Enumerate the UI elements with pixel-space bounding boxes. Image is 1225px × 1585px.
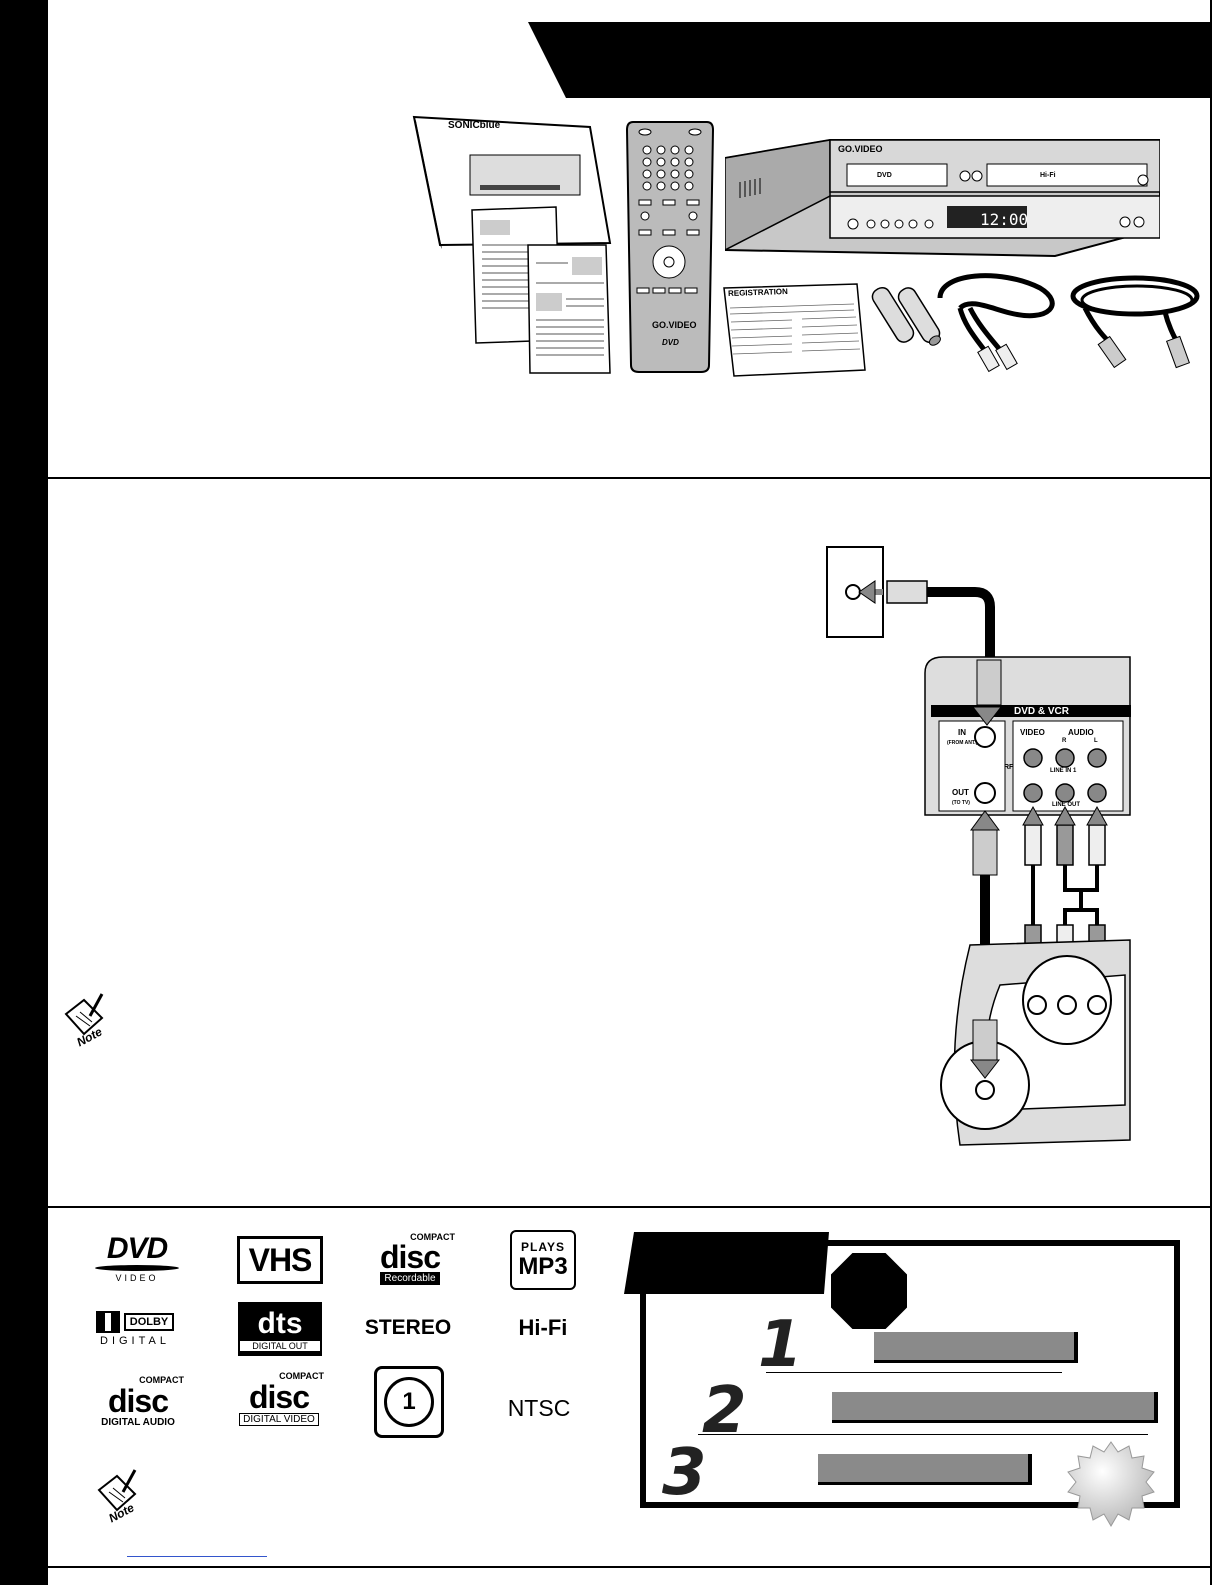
bottom-border [48, 1566, 1212, 1568]
line-in-label: LINE IN 1 [1050, 768, 1077, 774]
device-clock: 12:00 [980, 210, 1029, 229]
dolby-sub: DIGITAL [100, 1335, 170, 1347]
cd-recordable-logo: COMPACT disc Recordable [365, 1228, 455, 1288]
cd-r-mid: disc [379, 1238, 441, 1275]
region-code-logo: 1 [374, 1366, 444, 1438]
cd-r-top: COMPACT [410, 1231, 455, 1242]
jack-out-label: OUT [952, 788, 969, 797]
remote-control-illustration [625, 121, 715, 373]
step-underline-1 [766, 1372, 1062, 1373]
step-number-2: 2 [702, 1374, 747, 1448]
device-panel-label: DVD [877, 172, 892, 179]
mp3-top: PLAYS [521, 1240, 565, 1254]
step-bar-2 [832, 1392, 1158, 1423]
dolby-box: DOLBY [123, 1313, 175, 1331]
dolby-digital-logo: DOLBY DIGITAL [84, 1310, 186, 1348]
device-vcr-label: Hi-Fi [1040, 172, 1056, 179]
cd-digital-video-logo: COMPACT disc DIGITAL VIDEO [234, 1366, 324, 1430]
left-black-bar [0, 0, 48, 1585]
panel-tab [624, 1232, 829, 1294]
octagon-badge [829, 1251, 909, 1331]
plays-mp3-logo: PLAYS MP3 [510, 1230, 576, 1290]
hifi-logo: Hi-Fi [518, 1315, 568, 1340]
step-underline-2 [698, 1434, 1148, 1435]
step-bar-3 [818, 1454, 1032, 1485]
cd-da-top: COMPACT [139, 1374, 184, 1385]
ntsc-logo: NTSC [507, 1394, 571, 1421]
dts-text: dts [257, 1307, 303, 1340]
mp3-mid: MP3 [518, 1253, 568, 1280]
dts-logo: dts DIGITAL OUT [238, 1302, 322, 1356]
dvd-logo-sub: VIDEO [115, 1272, 159, 1283]
cd-dv-mid: disc [248, 1378, 310, 1415]
right-border [1210, 0, 1212, 1585]
stereo-logo: STEREO [364, 1316, 452, 1339]
vhs-logo: VHS [237, 1236, 323, 1284]
owners-manual-illustration [412, 115, 612, 374]
jack-rf-label: RF [1004, 764, 1014, 771]
dvd-vcr-unit-illustration [725, 139, 1160, 258]
remote-brand: GO.VIDEO [652, 320, 697, 330]
batteries-illustration [871, 286, 941, 346]
av-cable-illustration [937, 273, 1055, 373]
quick-steps-panel: 1 2 3 [624, 1232, 1180, 1527]
step-number-1: 1 [758, 1308, 803, 1382]
cd-dv-sub: DIGITAL VIDEO [239, 1412, 319, 1426]
dvd-video-logo: DVD VIDEO [92, 1232, 182, 1284]
note-icon [97, 1469, 137, 1512]
audio-l-label: L [1094, 738, 1098, 744]
cd-dv-top: COMPACT [279, 1370, 324, 1381]
cd-digital-audio-logo: COMPACT disc DIGITAL AUDIO [92, 1370, 184, 1432]
header-banner [528, 22, 1212, 98]
dvd-logo-text: DVD [106, 1231, 168, 1265]
rf-cable-illustration [1070, 275, 1200, 369]
video-label: VIDEO [1020, 728, 1045, 737]
footer-link-underline [127, 1556, 267, 1557]
step-bar-1 [874, 1332, 1078, 1363]
burst-badge [1067, 1441, 1155, 1527]
jack-in-sub: (FROM ANT.) [947, 740, 978, 746]
line-out-label: LINE OUT [1052, 802, 1080, 808]
device-brand: GO.VIDEO [838, 144, 883, 154]
region-number: 1 [384, 1377, 434, 1427]
registration-card-illustration [723, 283, 866, 377]
section-divider-1 [48, 477, 1212, 479]
device-panel-title: DVD & VCR [1014, 706, 1070, 717]
dts-sub: DIGITAL OUT [240, 1341, 320, 1351]
audio-label: AUDIO [1068, 728, 1094, 737]
audio-r-label: R [1062, 738, 1067, 744]
step-number-3: 3 [662, 1436, 707, 1510]
jack-out-sub: (TO TV) [952, 800, 970, 806]
section-divider-2 [48, 1206, 1212, 1208]
cd-r-sub: Recordable [380, 1271, 440, 1285]
cd-da-sub: DIGITAL AUDIO [101, 1416, 175, 1428]
vhs-logo-text: VHS [248, 1241, 313, 1278]
remote-badge: DVD [662, 338, 679, 347]
jack-in-label: IN [958, 728, 966, 737]
manual-brand: SONICblue [448, 120, 501, 131]
note-icon [64, 993, 104, 1036]
connection-diagram [826, 546, 1131, 1146]
cd-da-mid: disc [107, 1382, 169, 1419]
